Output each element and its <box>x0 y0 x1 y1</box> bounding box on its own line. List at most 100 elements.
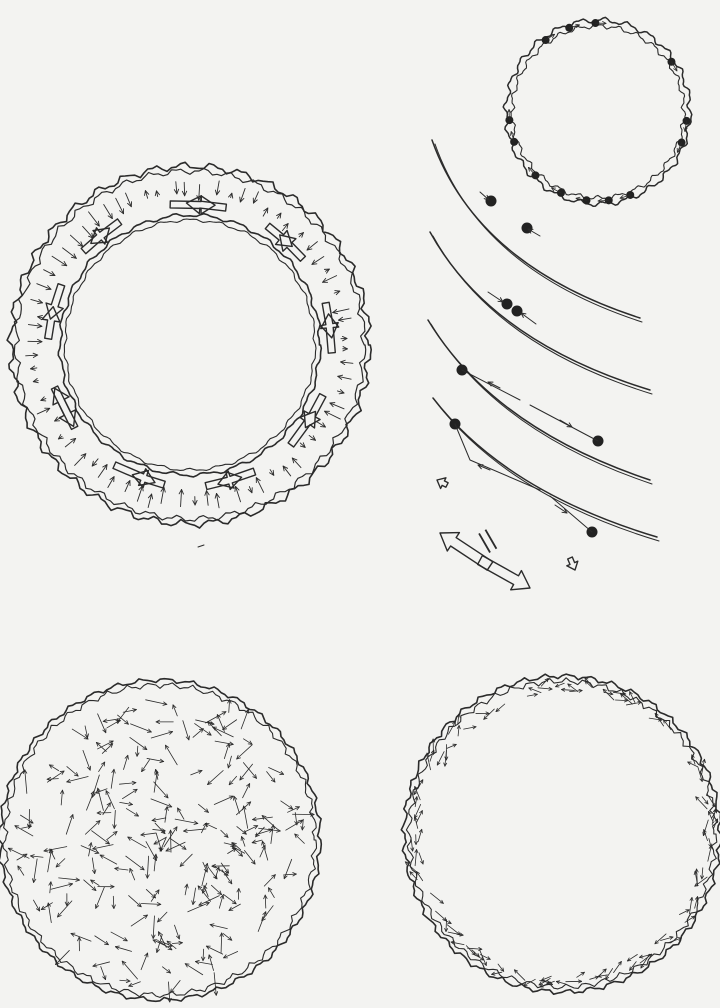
filament-arrow <box>488 292 503 302</box>
random-filament-arrow <box>92 831 110 844</box>
random-filament-arrow <box>224 894 237 903</box>
random-filament-arrow <box>95 936 109 945</box>
disk-outline-inner <box>3 683 317 998</box>
cortical-ring-panel <box>401 674 720 994</box>
random-filament-arrow <box>284 859 291 878</box>
random-filament-arrow <box>142 760 150 772</box>
double-arrow-right <box>478 556 530 590</box>
cortical-filament-arrow <box>437 752 444 766</box>
random-filament-arrow <box>33 900 39 911</box>
random-filament-arrow <box>113 896 114 908</box>
motor-dot <box>502 299 513 310</box>
cortical-filament-arrow <box>621 694 633 704</box>
cortical-filament-arrow <box>655 934 666 944</box>
random-filament-arrow <box>243 763 256 779</box>
stray-mark <box>198 545 204 547</box>
random-filament-arrow <box>56 859 65 867</box>
sliding-filament-sequence-panel <box>428 140 659 590</box>
random-filament-arrow <box>155 823 165 834</box>
random-filament-arrow <box>269 767 284 774</box>
radial-arrow <box>116 198 124 213</box>
tangential-hollow-arrow <box>321 302 339 338</box>
radial-arrow <box>256 478 263 493</box>
random-filament-arrow <box>128 837 147 848</box>
radial-arrow <box>104 205 113 219</box>
random-filament-arrow <box>100 855 117 864</box>
random-filament-arrow <box>178 808 184 819</box>
filament-line <box>462 370 598 441</box>
random-filament-arrow <box>126 856 144 870</box>
random-filament-arrow <box>243 784 250 798</box>
tangential-hollow-arrow <box>170 196 215 214</box>
random-filament-arrow <box>98 714 106 733</box>
random-filament-arrow <box>224 951 238 957</box>
random-filament-arrow <box>221 933 222 953</box>
random-filament-arrow <box>229 904 240 910</box>
random-filament-arrow <box>85 821 100 835</box>
radial-arrow-head <box>270 470 274 475</box>
outer-membrane-line <box>7 162 371 528</box>
random-filament-arrow <box>126 809 138 817</box>
radial-arrow <box>325 411 341 419</box>
random-filament-arrow <box>237 745 253 759</box>
radial-arrow <box>181 489 182 506</box>
random-filament-arrow <box>205 712 225 723</box>
cortical-filament-arrow <box>627 954 637 960</box>
random-filament-arrow <box>111 932 127 941</box>
constriction-hollow-arrow <box>437 478 448 489</box>
random-filament-arrow <box>129 896 142 907</box>
cortical-filament-arrow <box>496 704 505 712</box>
tangential-hollow-arrow <box>321 314 339 353</box>
cortex-outline <box>401 674 720 994</box>
random-filament-arrow <box>131 724 152 732</box>
random-filament-arrow <box>86 791 94 810</box>
random-filament-arrow <box>122 961 137 979</box>
random-filament-arrow <box>241 709 248 728</box>
random-filament-arrow <box>114 810 115 828</box>
random-filament-arrow <box>206 946 222 954</box>
random-filament-arrow <box>199 896 219 906</box>
random-filament-arrow <box>96 887 105 908</box>
random-filament-arrow <box>83 750 90 770</box>
random-filament-arrow <box>258 912 266 932</box>
random-filament-arrow <box>170 980 180 992</box>
random-filament-arrow <box>223 720 237 730</box>
random-filament-arrow <box>265 895 266 908</box>
filament-arrow <box>521 313 536 324</box>
radial-arrow <box>52 256 67 265</box>
random-filament-arrow <box>267 772 275 783</box>
random-filament-arrow <box>198 804 208 812</box>
random-filament-arrow <box>151 890 159 902</box>
small-ring-with-motors-panel <box>503 17 692 206</box>
radial-arrow <box>75 454 86 466</box>
random-filament-arrow <box>211 885 221 894</box>
cortical-filament-arrow <box>606 968 613 979</box>
random-filament-arrow <box>92 775 99 797</box>
random-filament-arrow <box>122 789 137 798</box>
random-filament-arrow <box>244 850 255 864</box>
random-filament-arrow <box>131 915 147 926</box>
tangential-hollow-arrow <box>91 219 122 244</box>
radial-arrow <box>312 257 324 265</box>
radial-arrow-head <box>62 261 67 265</box>
random-filament-arrow <box>151 799 172 807</box>
inner-membrane-line <box>58 214 321 477</box>
random-filament-arrow <box>236 802 250 815</box>
random-filament-arrow <box>67 767 78 777</box>
random-filament-arrow <box>286 820 303 830</box>
cortical-filament-arrow <box>484 709 495 719</box>
random-filament-arrow <box>214 796 233 804</box>
random-filament-arrow <box>264 875 275 886</box>
membrane-arc-1 <box>432 140 640 318</box>
random-filament-arrow <box>154 782 168 798</box>
random-filament-arrow <box>151 732 172 738</box>
cortical-filament-arrow <box>707 794 715 807</box>
membrane-arc-3-inner <box>431 324 652 484</box>
random-filament-arrow <box>147 856 148 878</box>
random-filament-arrow <box>281 801 293 809</box>
small-ring-outer-line <box>503 17 692 206</box>
random-filament-arrow <box>47 771 64 782</box>
cortical-filament-arrow <box>430 893 443 903</box>
radial-arrow <box>63 248 77 258</box>
